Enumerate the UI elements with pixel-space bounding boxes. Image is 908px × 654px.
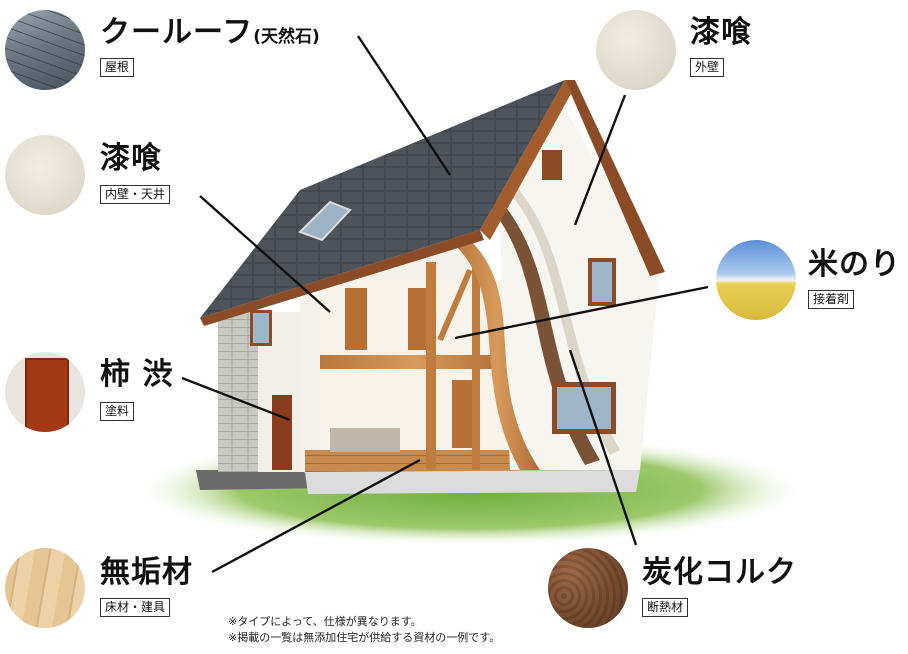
leader-persimmon bbox=[181, 376, 291, 422]
label-plaster-exterior-title: 漆喰 bbox=[690, 15, 752, 50]
post-2 bbox=[472, 262, 480, 470]
gable-wall bbox=[500, 100, 660, 470]
leader-cork bbox=[568, 349, 638, 546]
skylight bbox=[298, 200, 352, 242]
wall-layer-wood bbox=[455, 240, 540, 470]
stone-path bbox=[196, 470, 330, 490]
label-plaster-interior-tag: 内壁・天井 bbox=[100, 185, 171, 204]
leader-roof bbox=[356, 35, 452, 176]
gable-barge bbox=[565, 80, 665, 276]
interior-door-3 bbox=[452, 380, 474, 448]
label-cork-tag: 断熱材 bbox=[642, 598, 689, 617]
gable-vent bbox=[542, 150, 562, 180]
wall-layer-plaster bbox=[507, 185, 620, 455]
post-1 bbox=[426, 262, 436, 470]
swatch-cork bbox=[548, 548, 628, 628]
label-persimmon-title: 柿 渋 bbox=[100, 357, 174, 392]
interior-door-1 bbox=[345, 288, 367, 350]
leader-lines bbox=[181, 35, 709, 574]
front-door bbox=[272, 395, 292, 470]
wall-layer-cork bbox=[488, 200, 600, 465]
foundation bbox=[305, 470, 640, 494]
leader-solid-wood bbox=[211, 458, 421, 574]
roof-fascia bbox=[200, 230, 484, 326]
label-roof-title: クールーフ(天然石) bbox=[100, 15, 320, 50]
label-cork-title: 炭化コルク bbox=[642, 555, 797, 590]
upper-floor-beam bbox=[320, 355, 510, 369]
label-persimmon-tag: 塗料 bbox=[100, 402, 135, 421]
leader-rice-glue bbox=[454, 285, 709, 340]
label-rice-glue-title: 米のり bbox=[808, 247, 901, 282]
label-plaster-exterior-tag: 外壁 bbox=[690, 58, 725, 77]
footnote-type: ※タイプによって、仕様が異なります。 bbox=[228, 615, 422, 628]
swatch-rice-glue bbox=[716, 240, 796, 320]
label-solid-wood-title: 無垢材 bbox=[100, 555, 193, 590]
leader-plaster-interior bbox=[199, 195, 331, 313]
swatch-persimmon bbox=[5, 352, 85, 432]
roof bbox=[200, 80, 565, 318]
label-roof-tag: 屋根 bbox=[100, 58, 135, 77]
kitchen-counter bbox=[330, 428, 400, 452]
label-solid-wood-tag: 床材・建具 bbox=[100, 598, 171, 617]
label-plaster-interior-title: 漆喰 bbox=[100, 141, 162, 176]
swatch-plaster-exterior bbox=[596, 10, 676, 90]
footnote-list: ※掲載の一覧は無添加住宅が供給する資材の一例です。 bbox=[228, 631, 501, 644]
label-roof-title-sub: (天然石) bbox=[253, 27, 320, 47]
ground-floor bbox=[305, 450, 520, 472]
interior-door-2 bbox=[408, 288, 428, 350]
swatch-solid-wood bbox=[5, 548, 85, 628]
swatch-roof bbox=[5, 10, 85, 90]
swatch-plaster-interior bbox=[5, 135, 85, 215]
label-rice-glue-tag: 接着剤 bbox=[808, 290, 855, 309]
leader-plaster-exterior bbox=[573, 94, 627, 226]
